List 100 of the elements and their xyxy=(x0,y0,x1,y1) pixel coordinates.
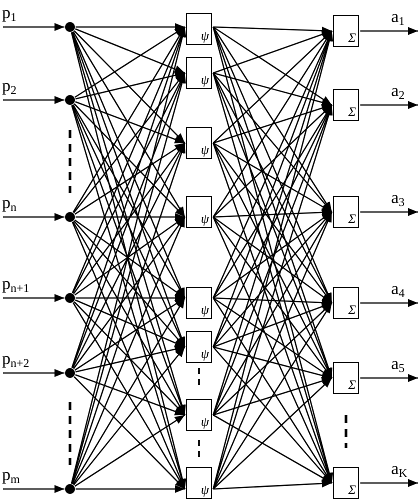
input-node xyxy=(65,212,75,222)
arrow xyxy=(212,212,332,416)
arrow xyxy=(3,213,64,221)
arrow xyxy=(212,72,332,212)
arrow xyxy=(213,297,332,307)
hidden-node xyxy=(186,399,212,431)
output-label: a$_{2}$ xyxy=(391,82,405,101)
output-node xyxy=(333,89,359,121)
arrow xyxy=(72,104,186,348)
node-symbol: Σ xyxy=(348,31,356,44)
arrow xyxy=(360,479,418,487)
input-label: p$_{1}$ xyxy=(2,4,16,23)
arrow xyxy=(360,374,418,382)
output-label: a$_{K}$ xyxy=(391,460,408,479)
input-node xyxy=(65,22,75,32)
arrow xyxy=(213,346,332,380)
arrow xyxy=(212,212,332,348)
arrow xyxy=(212,142,332,378)
arrow xyxy=(74,142,186,215)
output-node xyxy=(333,362,359,394)
input-node xyxy=(65,368,75,378)
hidden-node xyxy=(186,331,212,363)
arrow xyxy=(74,301,186,416)
arrow xyxy=(212,104,332,348)
arrow xyxy=(72,72,186,294)
arrow xyxy=(360,208,418,216)
arrow xyxy=(213,480,332,490)
arrow xyxy=(212,378,332,490)
input-label: p$_{m}$ xyxy=(2,466,20,485)
arrow xyxy=(76,485,185,493)
output-label: a$_{5}$ xyxy=(391,355,405,374)
arrow xyxy=(75,28,186,74)
arrow xyxy=(3,369,64,377)
output-label: a$_{1}$ xyxy=(391,8,405,27)
arrow xyxy=(73,216,186,370)
arrow xyxy=(74,103,186,218)
node-symbol: Σ xyxy=(348,378,356,391)
input-node xyxy=(65,95,75,105)
arrow xyxy=(73,346,186,486)
arrow xyxy=(212,302,332,416)
node-symbol: ψ xyxy=(200,303,209,316)
node-symbol: Σ xyxy=(348,483,356,496)
arrow xyxy=(212,346,332,484)
arrow xyxy=(212,142,332,304)
node-symbol: ψ xyxy=(200,29,209,42)
arrow xyxy=(212,104,332,416)
input-node xyxy=(65,484,75,494)
input-label: p$_{n+1}$ xyxy=(2,275,30,294)
arrow xyxy=(74,30,186,144)
arrow xyxy=(213,377,332,416)
node-symbol: Σ xyxy=(348,303,356,316)
arrow xyxy=(73,220,186,348)
hidden-node xyxy=(186,287,212,319)
node-symbol: ψ xyxy=(200,73,209,86)
arrow xyxy=(73,72,186,214)
node-symbol: ψ xyxy=(200,212,209,225)
arrow xyxy=(212,216,332,378)
arrow xyxy=(212,302,332,348)
arrow xyxy=(3,485,64,493)
arrow xyxy=(73,142,186,294)
hidden-node xyxy=(186,196,212,228)
arrow xyxy=(212,297,332,379)
arrow xyxy=(3,294,64,302)
arrow xyxy=(75,345,185,373)
arrow xyxy=(360,27,418,35)
arrow xyxy=(75,374,186,416)
arrow xyxy=(76,213,185,221)
output-label: a$_{3}$ xyxy=(391,189,405,208)
arrow xyxy=(74,297,186,371)
arrow xyxy=(212,414,332,484)
arrow xyxy=(212,104,332,218)
arrow xyxy=(74,26,186,98)
input-label: p$_{n+2}$ xyxy=(2,350,30,369)
input-label: p$_{2}$ xyxy=(2,77,16,96)
hidden-node xyxy=(186,13,212,45)
arrow xyxy=(75,101,186,144)
node-symbol: Σ xyxy=(348,105,356,118)
arrow xyxy=(212,142,332,213)
arrow xyxy=(360,299,418,307)
arrow xyxy=(212,104,332,298)
arrow xyxy=(72,142,186,368)
hidden-node xyxy=(186,467,212,499)
arrow xyxy=(212,30,332,144)
arrow xyxy=(76,23,185,31)
output-node xyxy=(333,15,359,47)
arrow xyxy=(72,221,186,416)
arrow xyxy=(72,104,186,298)
arrow xyxy=(212,30,332,74)
hidden-node xyxy=(186,127,212,159)
arrow xyxy=(3,96,64,104)
output-label: a$_{4}$ xyxy=(391,280,405,299)
output-node xyxy=(333,467,359,499)
hidden-node xyxy=(186,57,212,89)
arrow xyxy=(360,101,418,109)
node-symbol: ψ xyxy=(200,415,209,428)
arrow xyxy=(72,104,186,416)
input-node xyxy=(65,293,75,303)
arrow xyxy=(212,26,332,106)
arrow xyxy=(213,104,332,144)
arrow xyxy=(213,72,332,106)
